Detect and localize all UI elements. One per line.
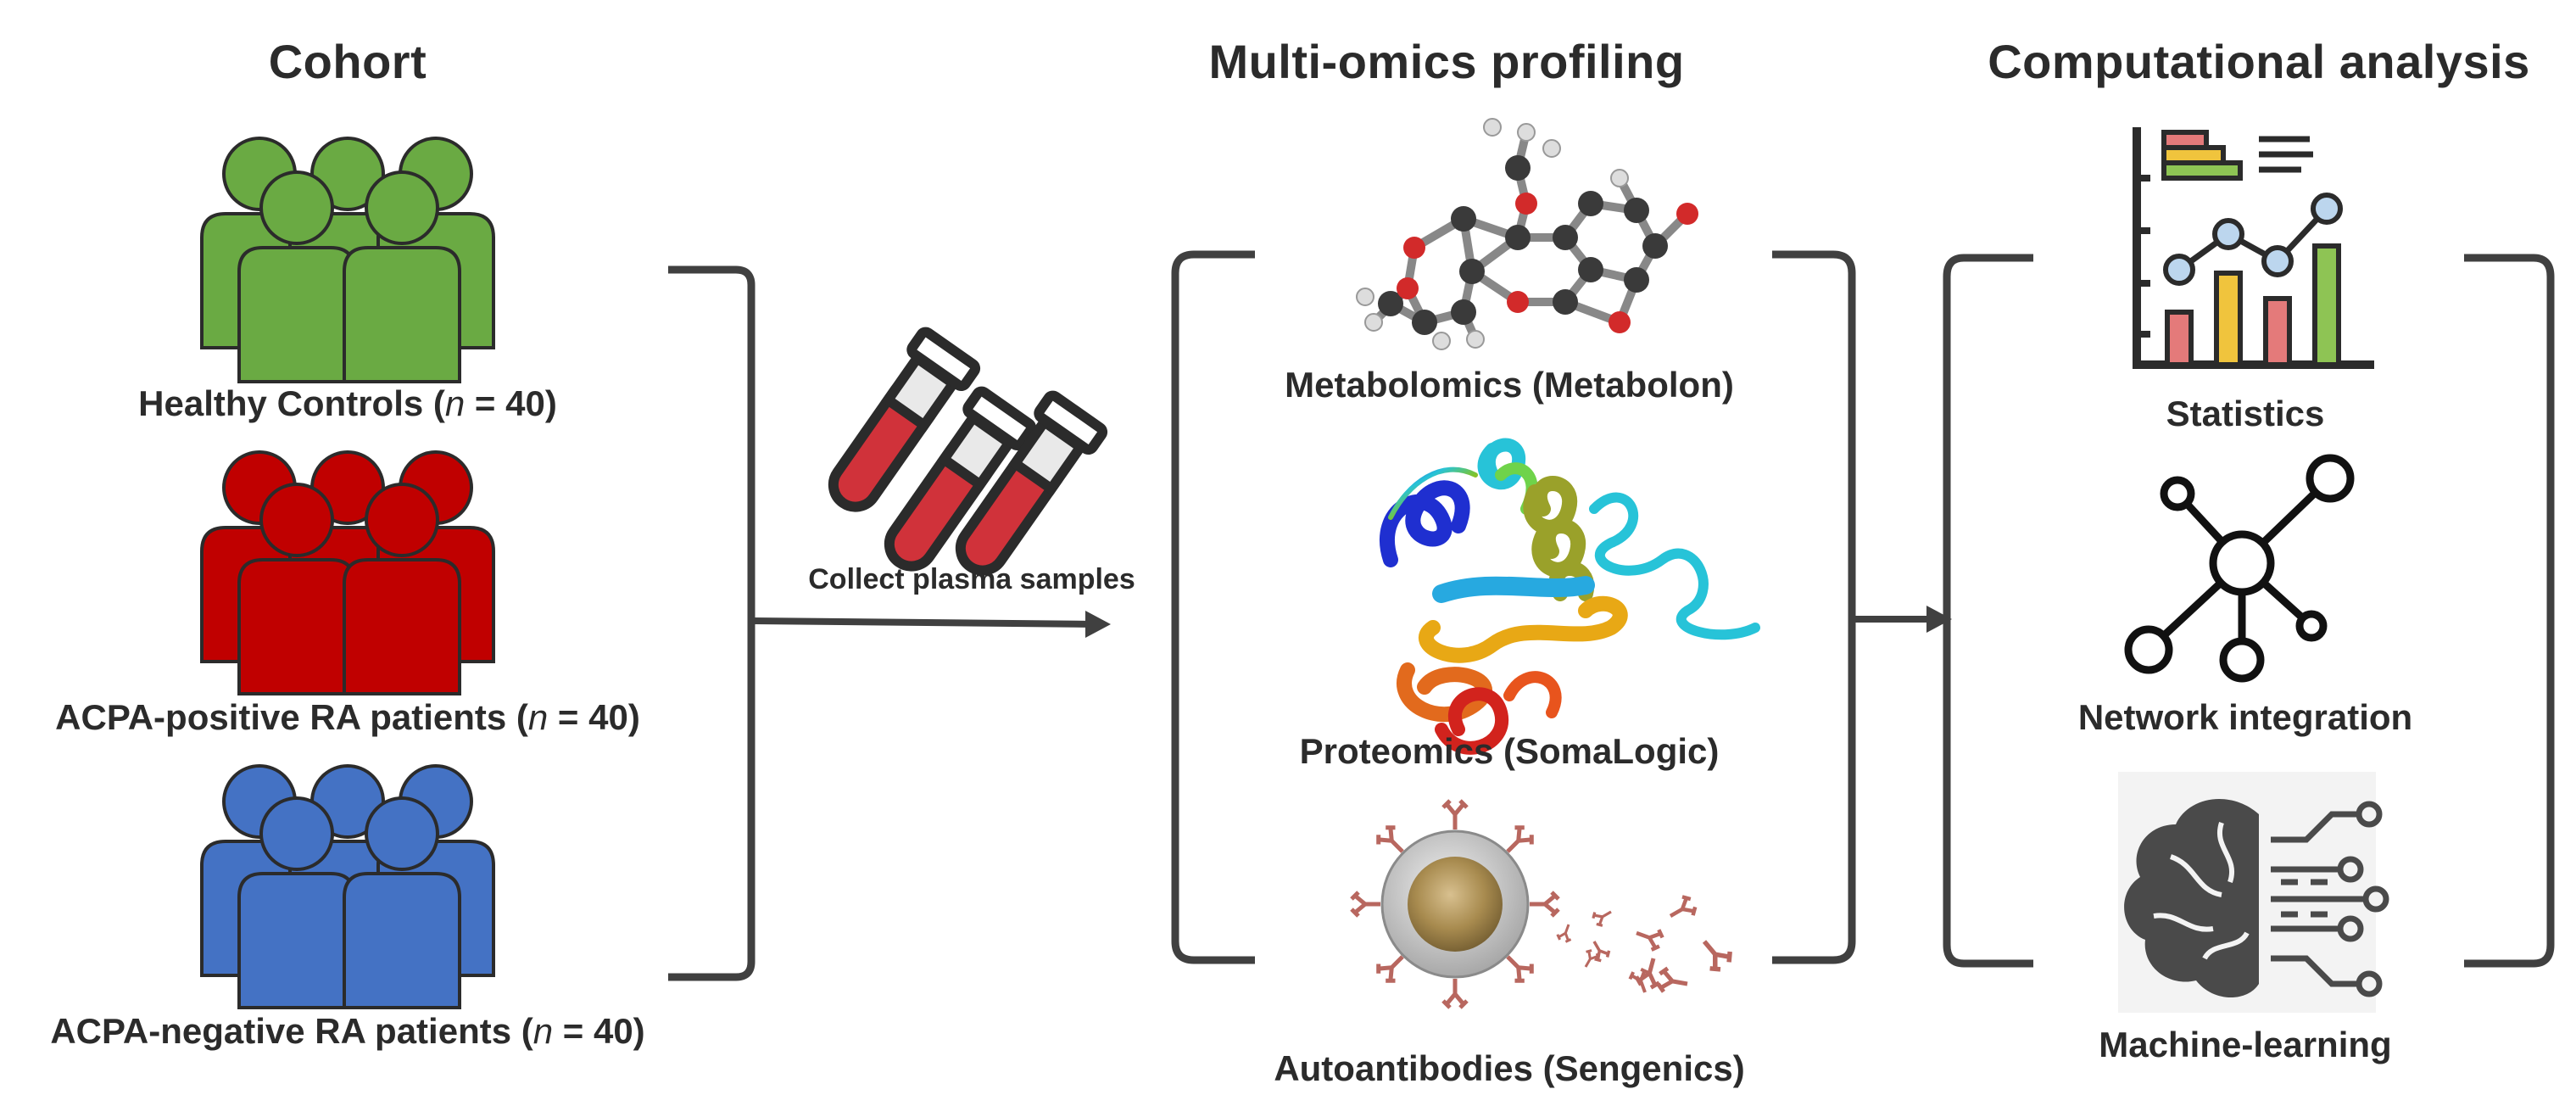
cohort-bracket <box>668 265 756 981</box>
autoantibody-cell-icon <box>1352 801 1735 1008</box>
acpa-negative-label: ACPA-negative RA patients (n = 40) <box>50 1011 645 1051</box>
healthy-controls-icon <box>200 137 495 383</box>
collect-samples-label: Collect plasma samples <box>808 563 1135 595</box>
cohort-heading: Cohort <box>268 35 427 88</box>
statistics-label: Statistics <box>2166 394 2325 433</box>
cohort-arrow <box>750 617 1095 628</box>
acpa-negative-icon <box>200 764 495 1009</box>
blood-tubes-icon <box>817 330 1105 584</box>
omics-bracket-right <box>1772 250 1856 964</box>
network-icon <box>2124 454 2355 683</box>
statistics-icon <box>2133 127 2374 369</box>
protein-structure-icon <box>1380 438 1760 755</box>
omics-heading: Multi-omics profiling <box>1208 35 1685 88</box>
analysis-heading: Computational analysis <box>1988 35 2530 88</box>
machine-learning-label: Machine-learning <box>2099 1025 2392 1064</box>
acpa-positive-icon <box>200 450 495 695</box>
cohort-arrowhead <box>1085 611 1111 638</box>
machine-learning-icon <box>2118 772 2389 1013</box>
metabolomics-label: Metabolomics (Metabolon) <box>1285 365 1734 405</box>
acpa-positive-label: ACPA-positive RA patients (n = 40) <box>55 697 640 737</box>
proteomics-label: Proteomics (SomaLogic) <box>1299 731 1720 771</box>
network-integration-label: Network integration <box>2077 697 2413 737</box>
analysis-bracket-right <box>2464 254 2555 968</box>
omics-arrowhead <box>1926 606 1952 633</box>
autoantibodies-label: Autoantibodies (Sengenics) <box>1274 1048 1745 1088</box>
metabolite-molecule-icon <box>1356 118 1698 350</box>
healthy-controls-label: Healthy Controls (n = 40) <box>138 383 557 423</box>
omics-bracket-left <box>1171 250 1255 964</box>
analysis-bracket-left <box>1943 254 2033 968</box>
